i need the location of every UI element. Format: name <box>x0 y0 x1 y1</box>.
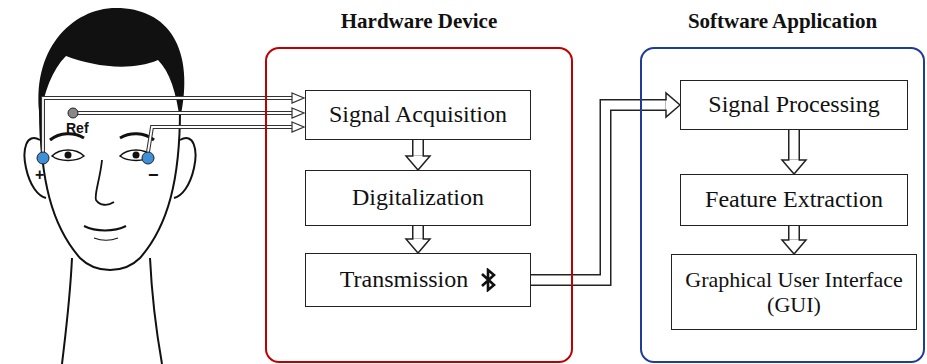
arrowhead <box>782 240 806 254</box>
arrowhead-gap <box>665 101 667 110</box>
block-arrow <box>782 226 806 254</box>
process-box: Digitalization <box>305 170 531 226</box>
block-arrow <box>406 140 430 170</box>
wire <box>43 98 300 152</box>
neck-line <box>62 258 72 364</box>
block-arrow <box>782 130 806 174</box>
wire-arrowhead <box>292 108 304 118</box>
eye <box>52 150 84 161</box>
wire <box>148 127 300 152</box>
box-label: Digitalization <box>352 184 484 212</box>
arrow-shaft <box>531 105 667 280</box>
block-arrow <box>406 226 430 253</box>
wire-arrowhead <box>292 122 304 132</box>
arrow-shaft-inner <box>414 140 423 157</box>
arrowhead <box>666 93 680 117</box>
block-arrow <box>531 93 680 280</box>
box-label: Signal Processing <box>708 91 879 119</box>
arrowhead-gap <box>790 159 799 161</box>
arrow-shaft-inner <box>414 226 423 240</box>
mouth <box>84 226 126 231</box>
wire-arrowhead <box>292 93 304 103</box>
hair <box>39 8 185 120</box>
arrowhead <box>406 239 430 253</box>
arrow-shaft <box>788 130 800 161</box>
box-label: Graphical User Interface (GUI) <box>672 267 916 318</box>
process-box: Feature Extraction <box>680 174 908 226</box>
bluetooth-glyph <box>482 270 494 290</box>
electrode-label: Ref <box>66 121 89 135</box>
pupil <box>133 152 140 159</box>
process-box: Signal Processing <box>680 80 908 130</box>
electrode-label: + <box>35 167 44 183</box>
pupil <box>65 152 72 159</box>
arrowhead-gap <box>414 238 423 240</box>
arrow-shaft-inner <box>790 226 799 241</box>
arrowhead-gap <box>790 239 799 241</box>
arrow-shaft <box>788 226 800 241</box>
lip <box>94 238 118 240</box>
arrow-shaft-inner <box>531 105 667 280</box>
neck-line <box>150 258 162 364</box>
electrode-ref <box>68 108 78 118</box>
arrow-shaft-inner <box>790 130 799 161</box>
electrode-plus <box>37 152 49 164</box>
electrode-minus <box>142 152 154 164</box>
group-heading: Hardware Device <box>267 9 571 34</box>
box-label: Signal Acquisition <box>329 101 507 129</box>
process-box: Signal Acquisition <box>305 90 531 140</box>
box-label: Transmission <box>340 266 468 294</box>
wire <box>43 98 300 152</box>
nose <box>96 160 114 205</box>
electrode-label: − <box>148 166 159 184</box>
arrowhead <box>406 156 430 170</box>
group-box: Hardware DeviceSignal AcquisitionDigital… <box>265 47 573 363</box>
arrowhead <box>782 160 806 174</box>
arrowhead-gap <box>414 155 423 157</box>
box-label: Feature Extraction <box>705 186 883 214</box>
bluetooth-symbol <box>480 268 496 292</box>
wire <box>148 127 300 152</box>
arrow-shaft <box>412 140 424 157</box>
process-box: Graphical User Interface (GUI) <box>671 254 917 330</box>
process-box: Transmission <box>305 253 531 307</box>
arrow-shaft <box>412 226 424 240</box>
group-box: Software ApplicationSignal ProcessingFea… <box>640 47 925 363</box>
group-heading: Software Application <box>642 9 923 34</box>
